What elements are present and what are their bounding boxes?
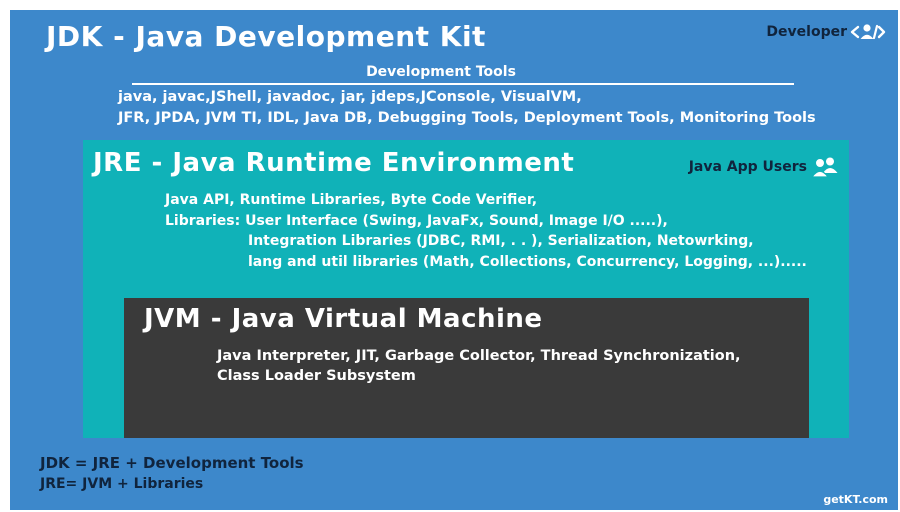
users-icon (811, 156, 839, 178)
jvm-line-2: Class Loader Subsystem (217, 368, 416, 384)
jre-line-1: Java API, Runtime Libraries, Byte Code V… (165, 192, 538, 208)
jre-formula: JRE= JVM + Libraries (40, 476, 204, 492)
development-tools-list: java, javac,JShell, javadoc, jar, jdeps,… (118, 87, 816, 129)
jre-line-4: lang and util libraries (Math, Collectio… (248, 253, 807, 270)
developer-label: Developer (766, 24, 847, 40)
jvm-components-list: Java Interpreter, JIT, Garbage Collector… (217, 346, 741, 386)
development-tools-line-1: java, javac,JShell, javadoc, jar, jdeps,… (118, 89, 582, 105)
brand-watermark: getKT.com (823, 493, 888, 506)
jdk-title: JDK - Java Development Kit (46, 20, 486, 53)
developer-code-icon (850, 22, 886, 42)
jre-libraries-list: Java API, Runtime Libraries, Byte Code V… (165, 190, 807, 272)
jdk-box: JDK - Java Development Kit Developer Dev… (10, 10, 898, 510)
jre-line-2: Libraries: User Interface (Swing, JavaFx… (165, 212, 668, 229)
java-app-users-badge: Java App Users (689, 156, 839, 178)
jre-box: JRE - Java Runtime Environment Java App … (83, 140, 849, 438)
jre-line-3: Integration Libraries (JDBC, RMI, . . ),… (248, 233, 754, 249)
jre-title: JRE - Java Runtime Environment (93, 148, 575, 178)
development-tools-line-2: JFR, JPDA, JVM TI, IDL, Java DB, Debuggi… (118, 110, 816, 126)
jvm-box: JVM - Java Virtual Machine Java Interpre… (124, 298, 809, 438)
development-tools-label: Development Tools (366, 64, 516, 80)
jdk-formula: JDK = JRE + Development Tools (40, 454, 304, 472)
jvm-title: JVM - Java Virtual Machine (144, 304, 543, 334)
development-tools-heading: Development Tools (10, 64, 898, 80)
development-tools-divider (132, 83, 794, 85)
java-app-users-label: Java App Users (688, 159, 807, 175)
developer-badge: Developer (766, 22, 886, 42)
jvm-line-1: Java Interpreter, JIT, Garbage Collector… (217, 348, 741, 364)
